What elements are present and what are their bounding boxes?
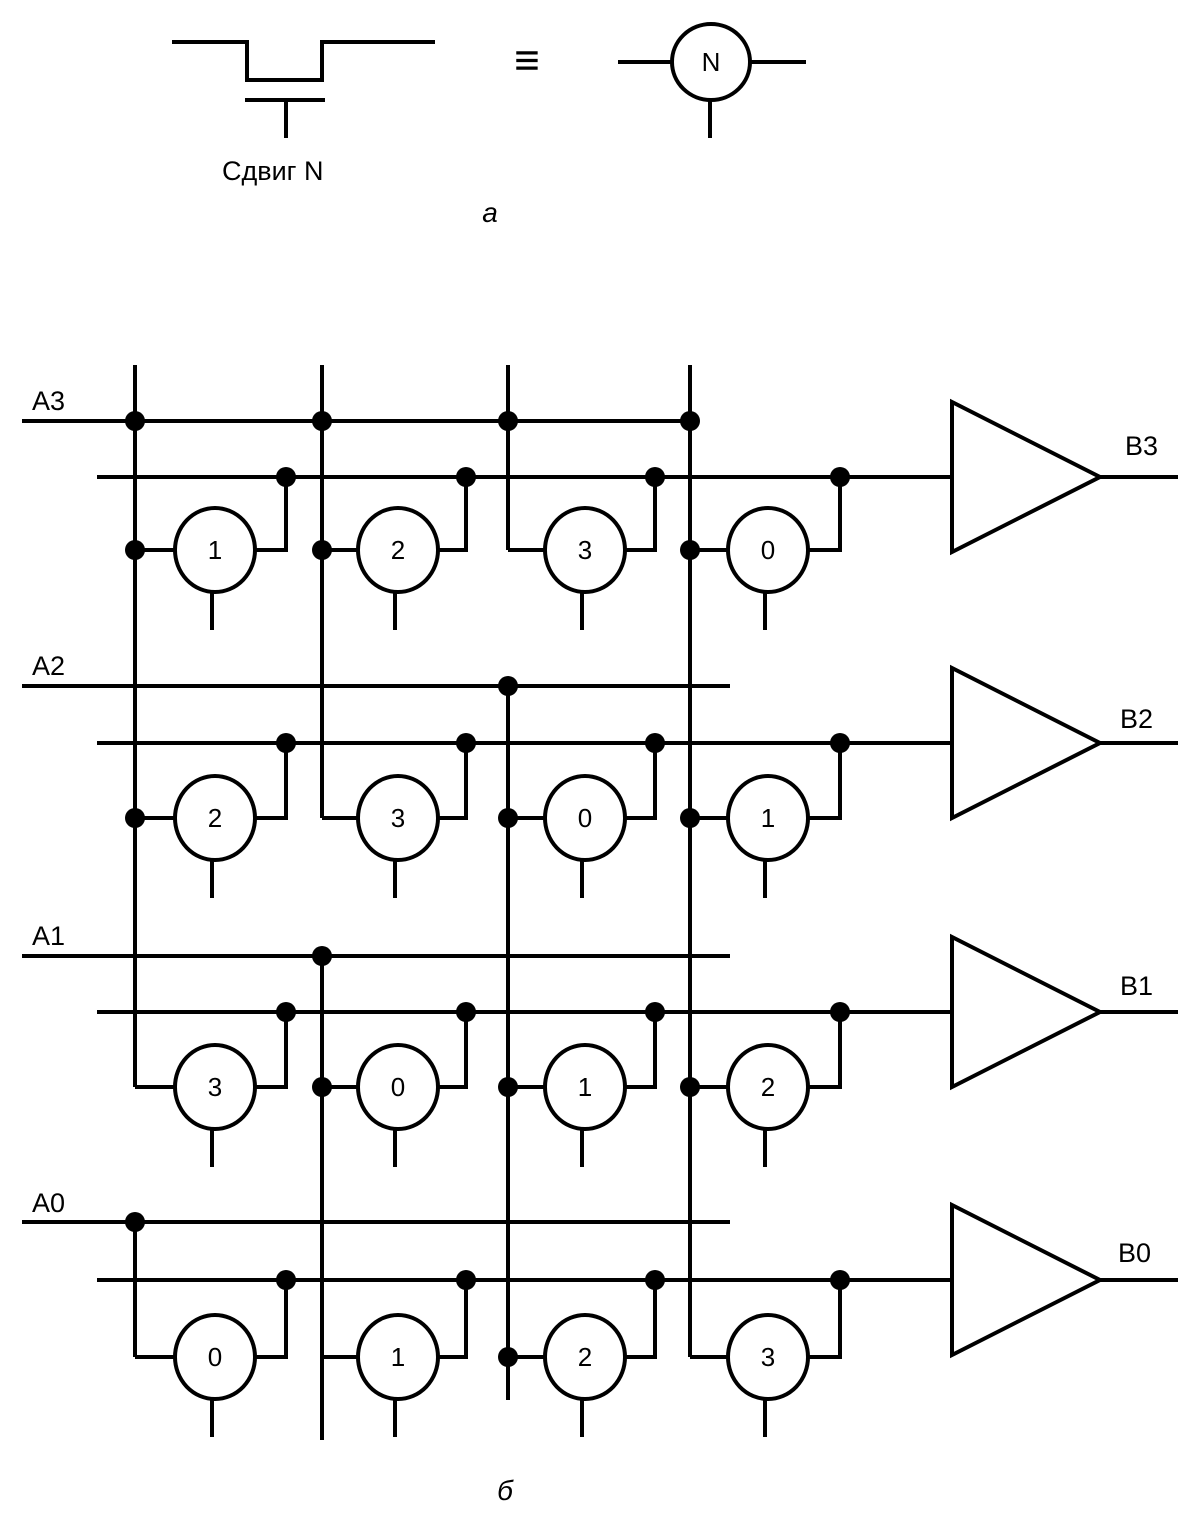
shift-switch-label: 1 (761, 803, 775, 833)
shift-switch (173, 506, 257, 594)
shift-switch (726, 506, 810, 594)
switch-right-lead (808, 743, 842, 820)
switch-right-lead (255, 1280, 288, 1359)
shift-switch-label: 1 (578, 1072, 592, 1102)
shift-switch (726, 1313, 810, 1401)
shift-switch-label: 1 (391, 1342, 405, 1372)
input-label-a3: A3 (32, 386, 65, 416)
shift-switch-label: 0 (208, 1342, 222, 1372)
part-a: Сдвиг N ≡ N а (172, 22, 806, 228)
input-label-a0: A0 (32, 1188, 65, 1218)
switch-right-lead (255, 477, 288, 552)
switch-right-lead (438, 743, 468, 820)
shift-switch (173, 774, 257, 862)
shift-switch (173, 1313, 257, 1401)
shift-switch (543, 506, 627, 594)
input-label-a2: A2 (32, 651, 65, 681)
switch-right-lead (255, 1012, 288, 1089)
shift-switch (356, 506, 440, 594)
caption-a: а (482, 197, 498, 228)
shift-switch-label: 0 (391, 1072, 405, 1102)
switch-right-lead (808, 1012, 842, 1089)
shift-switch (543, 1043, 627, 1131)
buffer-amplifier (950, 664, 1105, 822)
buffer-amplifier (950, 1201, 1105, 1359)
switch-right-lead (625, 743, 657, 820)
output-label-b0: B0 (1118, 1238, 1151, 1268)
shift-switch-label: 2 (761, 1072, 775, 1102)
shift-switch-label: 3 (391, 803, 405, 833)
switch-symbol-circle (670, 22, 752, 102)
shift-switch-label: 2 (208, 803, 222, 833)
shift-switch-label: 1 (208, 535, 222, 565)
shift-caption: Сдвиг N (222, 156, 324, 186)
shift-switch (356, 774, 440, 862)
part-b: A3 A2 A1 A0 B3 B2 B1 B0 б (22, 365, 1178, 1506)
shift-switch-label: 0 (761, 535, 775, 565)
shift-switch (726, 774, 810, 862)
shift-switch (543, 774, 627, 862)
switch-right-lead (625, 477, 657, 552)
switch-right-lead (625, 1012, 657, 1089)
switch-right-lead (255, 743, 288, 820)
shift-switch-label: 2 (578, 1342, 592, 1372)
switch-right-lead (808, 477, 842, 552)
shift-switch-label: 3 (578, 535, 592, 565)
buffer-amplifier (950, 398, 1105, 556)
switch-right-lead (438, 477, 468, 552)
switch-right-lead (438, 1280, 468, 1359)
switch-right-lead (625, 1280, 657, 1359)
shift-switch (726, 1043, 810, 1131)
equivalence-symbol: ≡ (514, 36, 540, 85)
transistor-channel (172, 40, 435, 82)
input-label-a1: A1 (32, 921, 65, 951)
switch-right-lead (438, 1012, 468, 1089)
switch-symbol-label: N (702, 47, 721, 77)
shift-switch-label: 3 (208, 1072, 222, 1102)
caption-b: б (497, 1475, 514, 1506)
output-label-b1: B1 (1120, 971, 1153, 1001)
shift-switch (356, 1313, 440, 1401)
shift-switch-label: 0 (578, 803, 592, 833)
shift-switch-label: 2 (391, 535, 405, 565)
shift-switch (173, 1043, 257, 1131)
shift-switch-label: 3 (761, 1342, 775, 1372)
buffer-amplifier (950, 933, 1105, 1091)
shift-switch (543, 1313, 627, 1401)
switch-right-lead (808, 1280, 842, 1359)
output-label-b3: B3 (1125, 431, 1158, 461)
shift-switch (356, 1043, 440, 1131)
output-label-b2: B2 (1120, 704, 1153, 734)
